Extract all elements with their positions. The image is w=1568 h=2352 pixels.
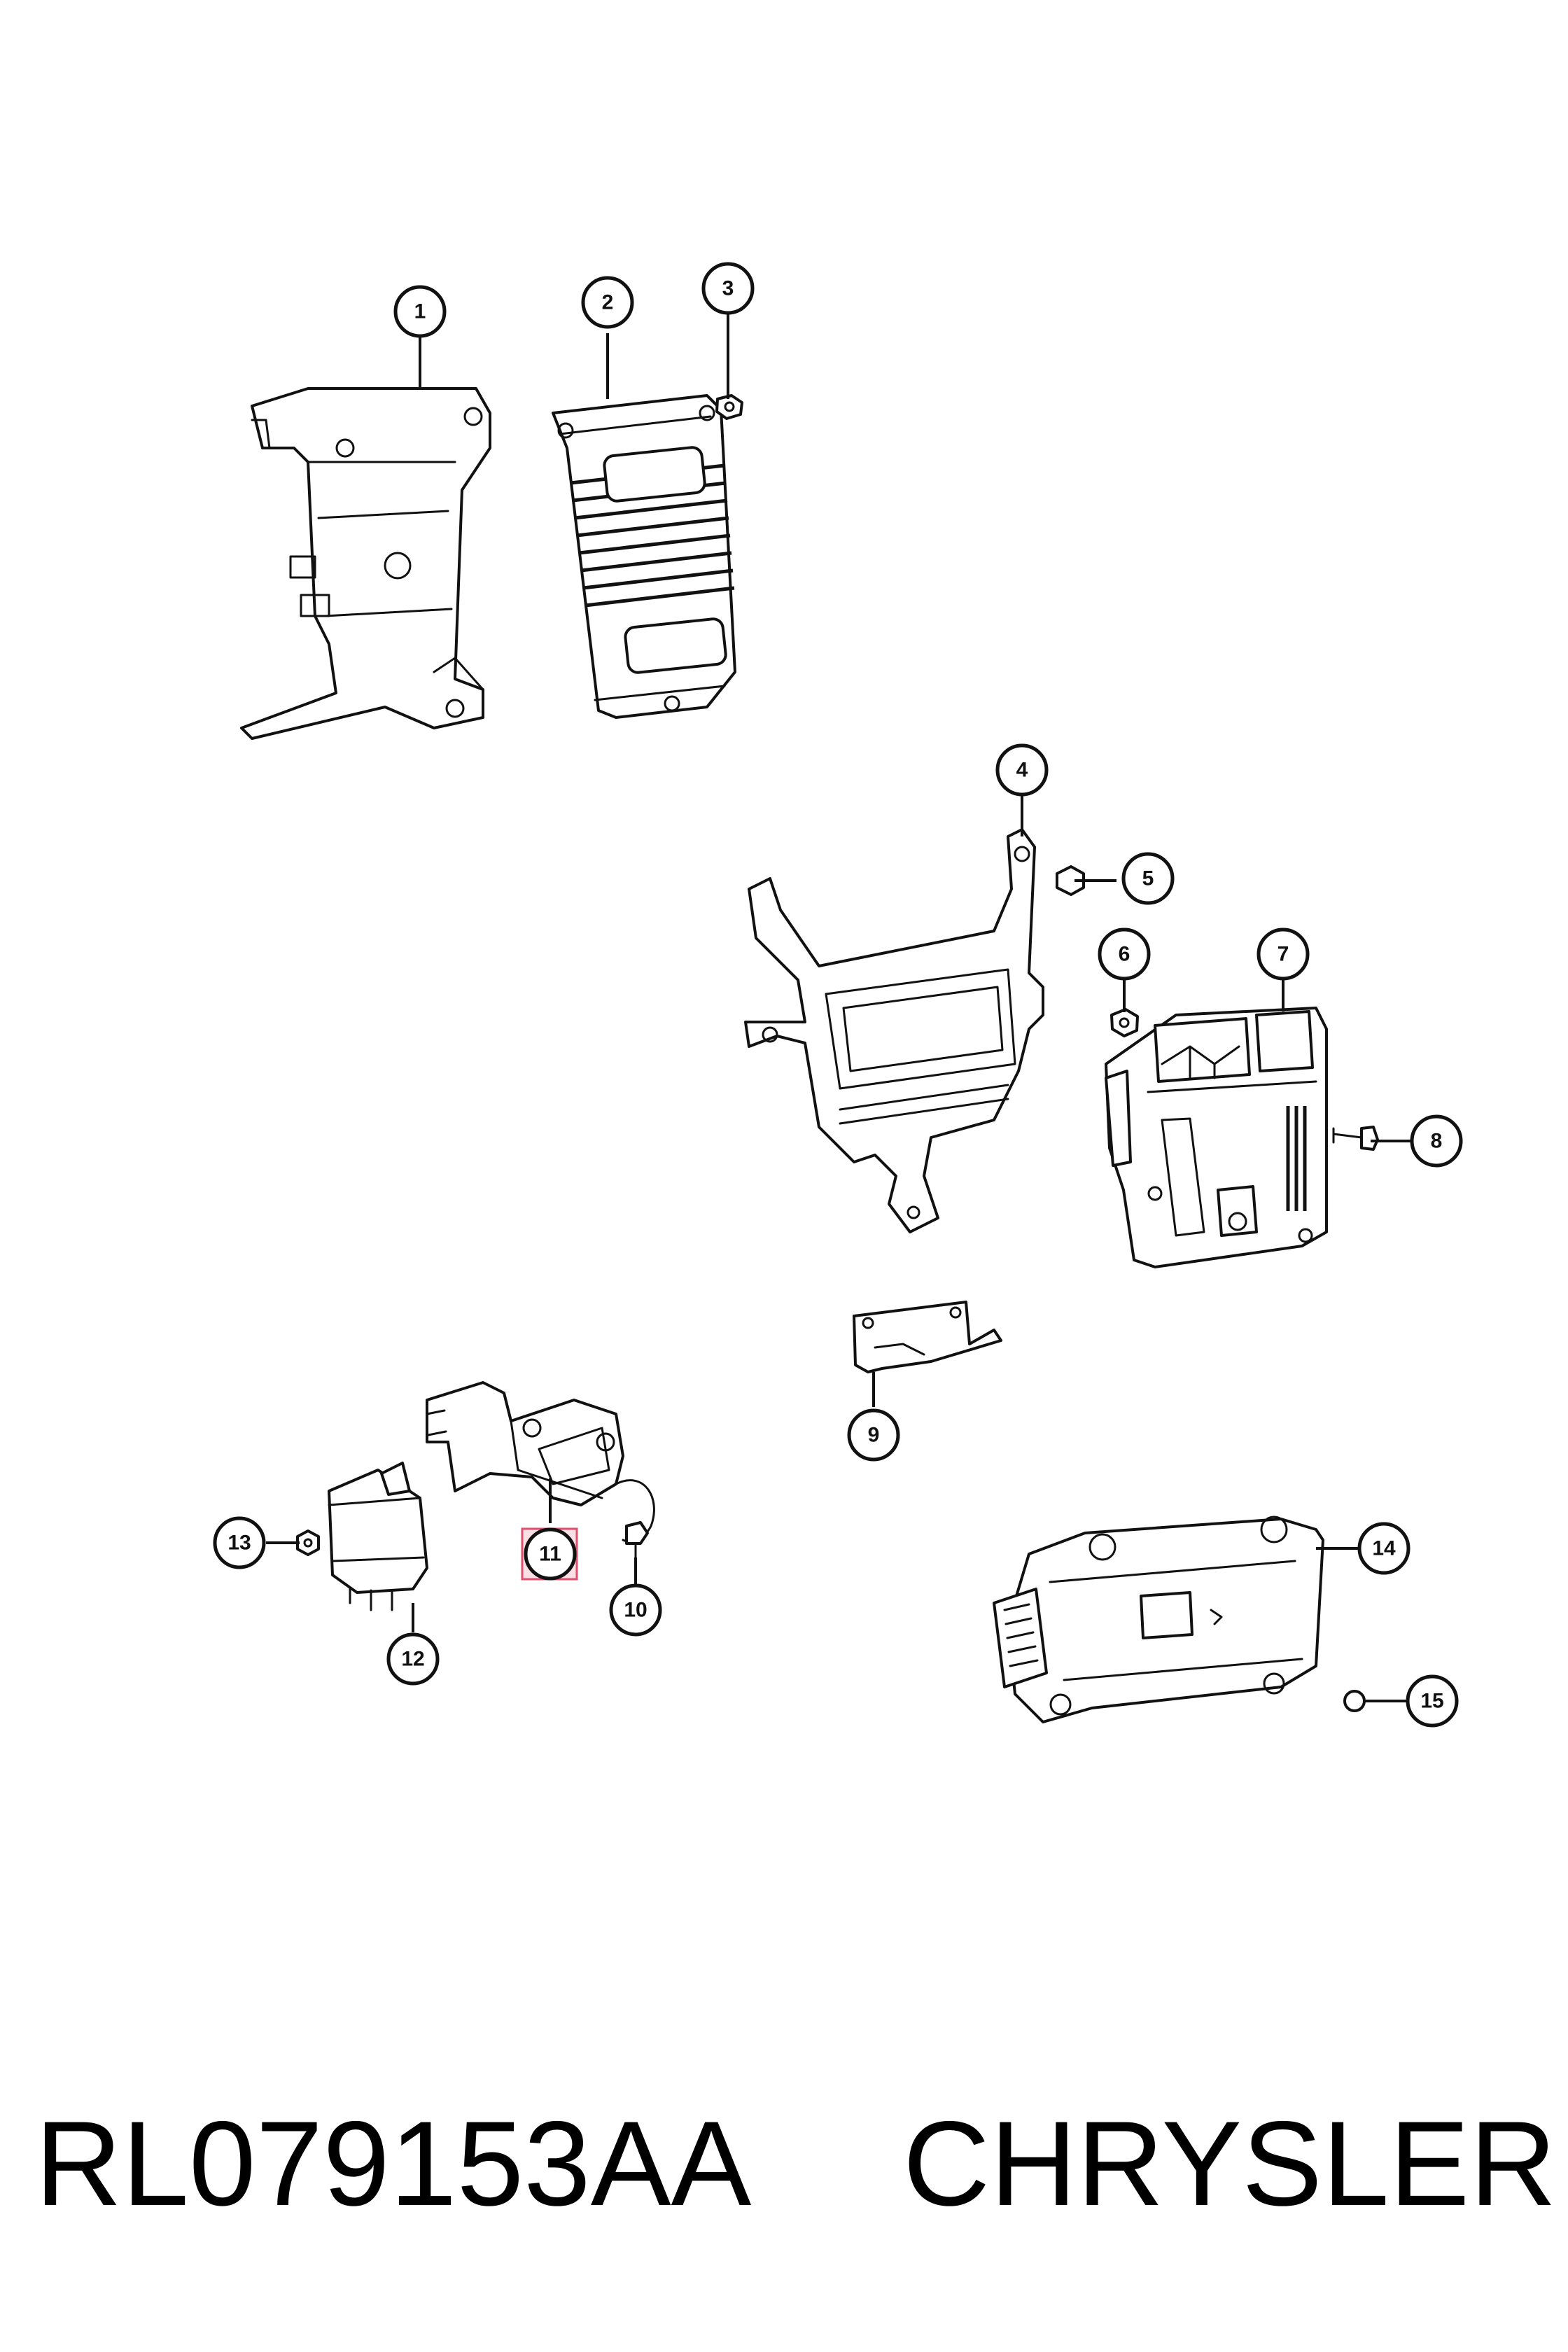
- part-7-controller: [1105, 1007, 1328, 1268]
- callout-1-circle: [393, 285, 447, 338]
- part-1-bracket: [240, 387, 491, 740]
- brand-label: CHRYSLER: [903, 2096, 1557, 2231]
- callout-10-number: 10: [624, 1599, 647, 1622]
- leader-lines: [266, 312, 1413, 1702]
- callout-12[interactable]: 12: [386, 1632, 440, 1686]
- callout-8[interactable]: 8: [1410, 1114, 1463, 1168]
- callout-5-circle: [1121, 852, 1175, 905]
- callout-13[interactable]: 13: [213, 1516, 266, 1569]
- callout-7-circle: [1256, 927, 1310, 981]
- callout-13-circle: [213, 1516, 266, 1569]
- callout-2-number: 2: [602, 291, 614, 314]
- callout-5[interactable]: 5: [1121, 852, 1175, 905]
- part-11-bracket: [426, 1381, 655, 1543]
- part-14-housing: [993, 1516, 1324, 1723]
- callout-9-number: 9: [868, 1424, 880, 1447]
- callout-3[interactable]: 3: [701, 262, 755, 315]
- callout-1[interactable]: 1: [393, 285, 447, 338]
- callout-10[interactable]: 10: [609, 1583, 662, 1637]
- part-12-relay: [328, 1462, 428, 1611]
- callout-4[interactable]: 4: [995, 743, 1049, 797]
- callout-2[interactable]: 2: [581, 276, 634, 329]
- callout-6-number: 6: [1119, 943, 1130, 966]
- callout-15[interactable]: 15: [1406, 1674, 1459, 1728]
- callout-10-circle: [609, 1583, 662, 1637]
- callout-12-circle: [386, 1632, 440, 1686]
- callout-8-number: 8: [1431, 1130, 1443, 1153]
- callout-9[interactable]: 9: [847, 1408, 900, 1462]
- part-2-module: [552, 394, 736, 719]
- callout-2-circle: [581, 276, 634, 329]
- callout-5-number: 5: [1142, 867, 1154, 890]
- callout-1-number: 1: [414, 300, 426, 323]
- callout-11[interactable]: 11: [524, 1527, 577, 1581]
- callout-3-number: 3: [722, 277, 734, 300]
- callout-7-number: 7: [1278, 943, 1289, 966]
- callout-9-circle: [847, 1408, 900, 1462]
- callout-15-number: 15: [1420, 1690, 1443, 1713]
- part-8-screw: [1332, 1126, 1379, 1151]
- callout-13-number: 13: [227, 1532, 251, 1555]
- part-13-nut: [296, 1530, 320, 1556]
- callout-15-circle: [1406, 1674, 1459, 1728]
- part-3-nut: [715, 394, 743, 420]
- callout-6-circle: [1098, 927, 1151, 981]
- callout-4-number: 4: [1016, 759, 1028, 782]
- callout-12-number: 12: [401, 1648, 424, 1671]
- callout-6[interactable]: 6: [1098, 927, 1151, 981]
- callout-11-circle: [524, 1527, 577, 1581]
- callout-3-circle: [701, 262, 755, 315]
- callout-14[interactable]: 14: [1357, 1522, 1410, 1575]
- callout-7[interactable]: 7: [1256, 927, 1310, 981]
- part-9-plate: [853, 1301, 1002, 1373]
- part-number-label: RL079153AA: [35, 2096, 752, 2231]
- callout-8-circle: [1410, 1114, 1463, 1168]
- callout-14-circle: [1357, 1522, 1410, 1575]
- part-4-bracket: [744, 828, 1044, 1233]
- callout-4-circle: [995, 743, 1049, 797]
- callout-14-number: 14: [1372, 1537, 1396, 1560]
- callout-11-number: 11: [539, 1543, 561, 1566]
- part-6-nut: [1110, 1008, 1139, 1037]
